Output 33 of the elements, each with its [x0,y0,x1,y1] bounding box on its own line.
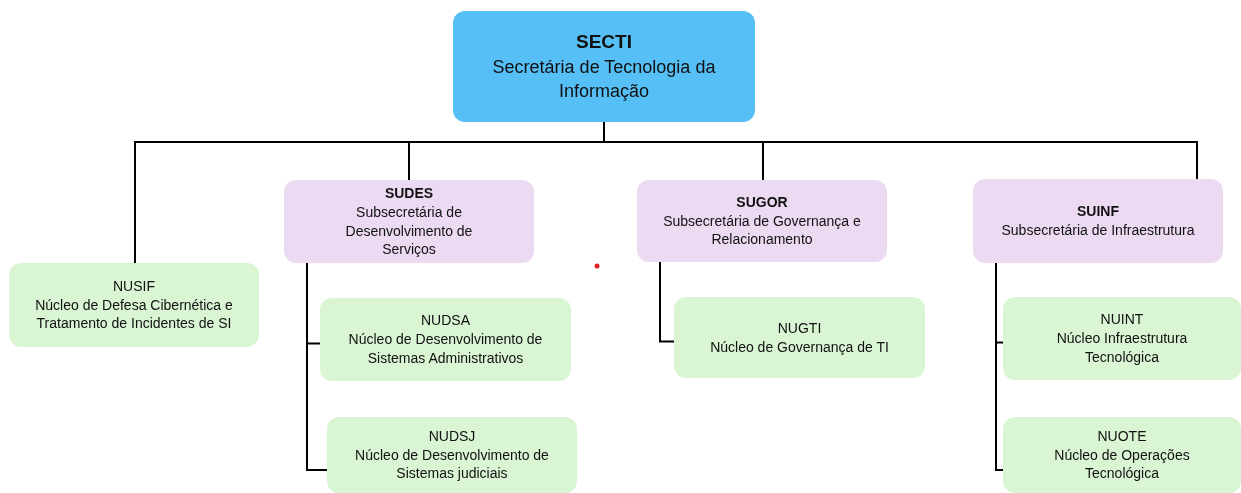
unit-box [327,417,577,493]
subdepartment-box [284,180,534,263]
unit-code: NUSIF [113,276,155,296]
unit-box [9,263,259,347]
unit-code: SECTI [576,30,632,55]
connector-line [659,261,675,343]
connector-line [306,262,328,471]
unit-name: Secretária de Tecnologia da Informação [491,56,717,104]
unit-name: Núcleo de Desenvolvimento de Sistemas judiciais [354,445,550,484]
unit-code: SUINF [1077,202,1119,221]
unit-box [1003,417,1241,493]
subdepartment-box [973,179,1223,263]
department-box [453,11,755,122]
unit-code: SUGOR [736,192,788,212]
unit-name: Subsecretária de Infraestrutura [1001,221,1195,240]
unit-code: SUDES [384,183,434,203]
unit-code: NUDSA [421,311,470,331]
unit-box [674,297,925,378]
unit-name: Núcleo de Operações Tecnológica [1053,445,1191,484]
unit-name: Núcleo de Defesa Cibernética e Tratamento de Incidentes de SI [34,295,234,334]
unit-name: Subsecretária de Governança e Relacionamento [662,211,862,250]
unit-box [1003,297,1241,380]
unit-code: NUINT [1100,310,1144,330]
unit-box [320,298,571,381]
unit-code: NUOTE [1097,426,1147,446]
unit-code: NUGTI [777,318,822,338]
unit-name: Núcleo de Desenvolvimento de Sistemas Administrativos [347,330,544,368]
subdepartment-box [637,180,887,262]
unit-name: Subsecretária de Desenvolvimento de Serviços [344,202,474,260]
unit-name: Núcleo Infraestrutura Tecnológica [1055,329,1189,367]
unit-code: NUDSJ [428,426,476,446]
connector-line [995,262,1004,471]
unit-name: Núcleo de Governança de TI [710,337,889,357]
